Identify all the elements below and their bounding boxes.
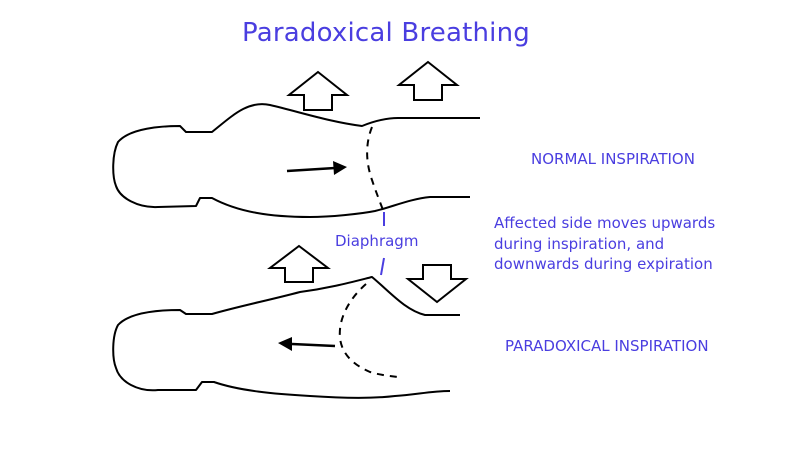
note-line: Affected side moves upwards	[494, 214, 716, 232]
block-arrow-up-icon	[286, 70, 350, 111]
note-line: during inspiration, and	[494, 234, 665, 253]
block-arrow-up-icon	[267, 244, 331, 283]
bottom-diaphragm-dashed	[338, 283, 399, 378]
paradoxical-inspiration-figure	[112, 244, 469, 399]
normal-inspiration-figure	[112, 60, 480, 218]
block-arrow-up-icon	[396, 60, 460, 101]
arrow-right-icon	[286, 161, 347, 175]
affected-side-note: Affected side moves upwards during inspi…	[494, 213, 715, 275]
page-title: Paradoxical Breathing	[242, 18, 530, 48]
block-arrow-down-icon	[405, 264, 469, 304]
paradoxical-inspiration-label: PARADOXICAL INSPIRATION	[505, 337, 709, 355]
note-line: downwards during expiration	[494, 255, 713, 273]
normal-inspiration-label: NORMAL INSPIRATION	[531, 150, 695, 168]
diaphragm-label: Diaphragm	[335, 232, 419, 250]
bottom-body-outline	[112, 276, 460, 399]
diaphragm-pointer-bottom	[380, 257, 385, 276]
arrow-left-icon	[278, 337, 336, 351]
top-body-outline	[112, 103, 480, 218]
top-diaphragm-dashed	[366, 126, 384, 211]
